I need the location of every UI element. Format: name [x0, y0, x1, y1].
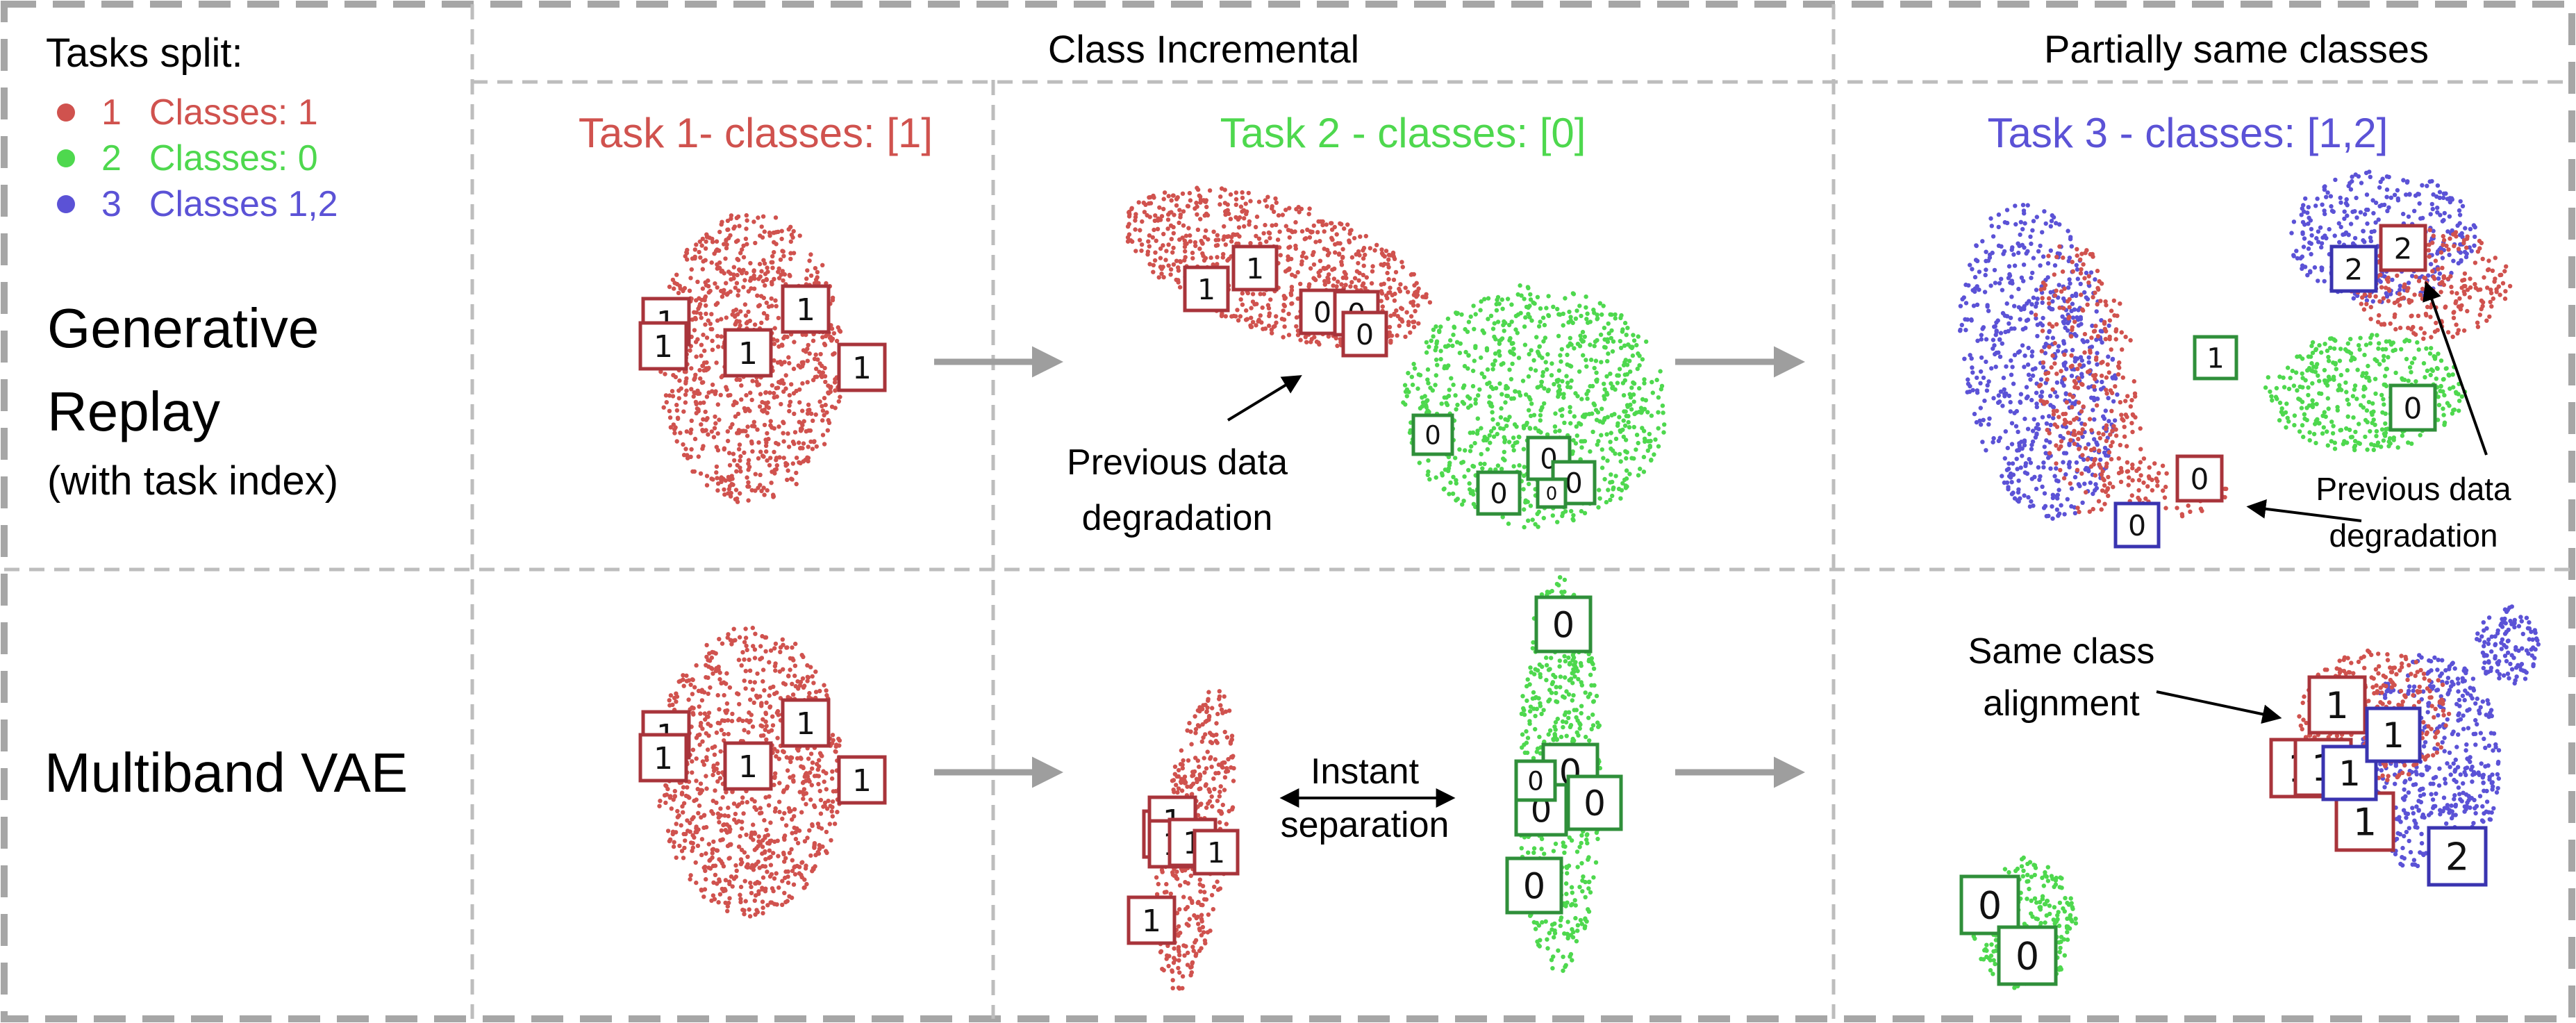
- thumb-r2-task2-green-0: 0: [1534, 595, 1593, 654]
- thumb-r1-task2-green-2: 0: [1526, 435, 1572, 481]
- task1-title: Task 1- classes: [1]: [579, 110, 933, 156]
- arrow-prev-degradation-mid: [1227, 375, 1302, 422]
- scatter-points: [654, 169, 2541, 991]
- note-instant-2: separation: [1281, 805, 1449, 845]
- note-prev-degradation-mid-1: Previous data: [1067, 442, 1288, 483]
- note-prev-degradation-right-1: Previous data: [2316, 471, 2511, 507]
- legend-label-3: Classes 1,2: [149, 184, 338, 224]
- thumb-r2-task1-4: 1: [837, 755, 887, 805]
- thumb-r1-task2-green-0: 0: [1411, 413, 1454, 456]
- thumb-r1-task2-red-4: 0: [1341, 310, 1388, 358]
- thumb-r2-task1-2: 1: [723, 741, 773, 791]
- header-class-incremental: Class Incremental: [1048, 27, 1359, 71]
- thumb-r1-task3-4: 0: [2175, 454, 2224, 503]
- thumb-r2-task2-red-4: 1: [1193, 829, 1240, 876]
- legend-label-1: Classes: 1: [149, 92, 318, 133]
- legend-dot-3: [57, 195, 75, 213]
- cluster-r2-task3-blue-arc: [2475, 604, 2541, 686]
- cluster-r1-task3-blue: [1958, 203, 2120, 521]
- thumb-r1-task2-green-4: 0: [1536, 477, 1568, 509]
- cluster-r1-task3-green: [2263, 333, 2468, 453]
- row-label-generative-3: (with task index): [47, 458, 338, 504]
- task2-title: Task 2 - classes: [0]: [1220, 110, 1586, 156]
- note-same-class-1: Same class: [1968, 631, 2155, 672]
- thumb-r1-task1-3: 1: [781, 284, 831, 334]
- note-instant-1: Instant: [1311, 751, 1420, 792]
- thumb-r1-task3-3: 0: [2388, 383, 2437, 432]
- cluster-r1-task2-green: [1401, 283, 1667, 530]
- legend-dot-1: [57, 103, 75, 122]
- thumb-r2-task3-green-0: 0: [1959, 874, 2020, 935]
- digit-thumbnails: 1111111000000002210001111111111100000011…: [638, 224, 2488, 986]
- legend-title: Tasks split:: [46, 31, 243, 76]
- thumb-r1-task1-2: 1: [723, 328, 773, 378]
- cluster-r1-task3-red-edge: [2033, 244, 2143, 524]
- thumb-r1-task3-1: 2: [2379, 224, 2427, 272]
- arrow-prev-degradation-right-left: [2246, 499, 2362, 522]
- note-prev-degradation-mid-2: degradation: [1082, 498, 1273, 538]
- thumb-r2-task2-green-4: 0: [1505, 856, 1563, 915]
- thumb-r2-task2-red-5: 1: [1127, 895, 1177, 945]
- thumb-r1-task1-1: 1: [638, 321, 688, 371]
- thumb-r2-task1-3: 1: [781, 698, 831, 748]
- thumb-r2-task1-1: 1: [638, 733, 688, 783]
- thumb-r2-task3-blue-1: 1: [2365, 706, 2422, 763]
- note-prev-degradation-right-2: degradation: [2329, 517, 2498, 554]
- legend-label-2: Classes: 0: [149, 138, 318, 178]
- row-label-multiband: Multiband VAE: [44, 742, 408, 804]
- thumb-r1-task3-0: 2: [2329, 244, 2378, 293]
- thumb-r2-task2-green-3: 0: [1566, 774, 1623, 831]
- thumb-r2-task3-red-0: 1: [2307, 675, 2367, 735]
- legend-dot-2: [57, 149, 75, 167]
- legend-num-3: 3: [101, 184, 122, 224]
- legend-item-1: 1 Classes: 1: [57, 92, 318, 133]
- thumb-r1-task2-green-1: 0: [1476, 470, 1522, 516]
- thumb-r1-task2-red-0: 1: [1183, 265, 1230, 313]
- transition-arrows: [934, 346, 1805, 788]
- note-same-class-2: alignment: [1983, 683, 2140, 724]
- row-label-generative-2: Replay: [47, 381, 220, 442]
- task3-title: Task 3 - classes: [1,2]: [1988, 110, 2388, 156]
- thumb-r2-task3-blue-0: 1: [2321, 745, 2378, 801]
- legend-num-1: 1: [101, 92, 122, 133]
- legend-num-2: 2: [101, 138, 122, 178]
- thumb-r1-task2-red-1: 1: [1231, 244, 1279, 292]
- legend-item-2: 2 Classes: 0: [57, 138, 318, 179]
- arrow-same-class: [2156, 690, 2282, 724]
- thumb-r1-task3-5: 0: [2113, 501, 2161, 549]
- header-partially-same: Partially same classes: [2044, 27, 2429, 71]
- row-label-generative-1: Generative: [47, 297, 319, 359]
- thumb-r2-task3-blue-2: 2: [2427, 826, 2488, 887]
- arrow-prev-degradation-right-up: [2423, 281, 2488, 456]
- annotation-arrows: [1227, 281, 2488, 808]
- thumb-r1-task1-4: 1: [837, 342, 887, 392]
- thumb-r2-task3-red-3: 1: [2334, 791, 2395, 852]
- thumb-r2-task3-green-1: 0: [1997, 925, 2058, 986]
- thumb-r2-task2-green-5: 0: [1514, 759, 1557, 802]
- legend-item-3: 3 Classes 1,2: [57, 183, 338, 225]
- thumb-r1-task3-2: 1: [2193, 335, 2238, 381]
